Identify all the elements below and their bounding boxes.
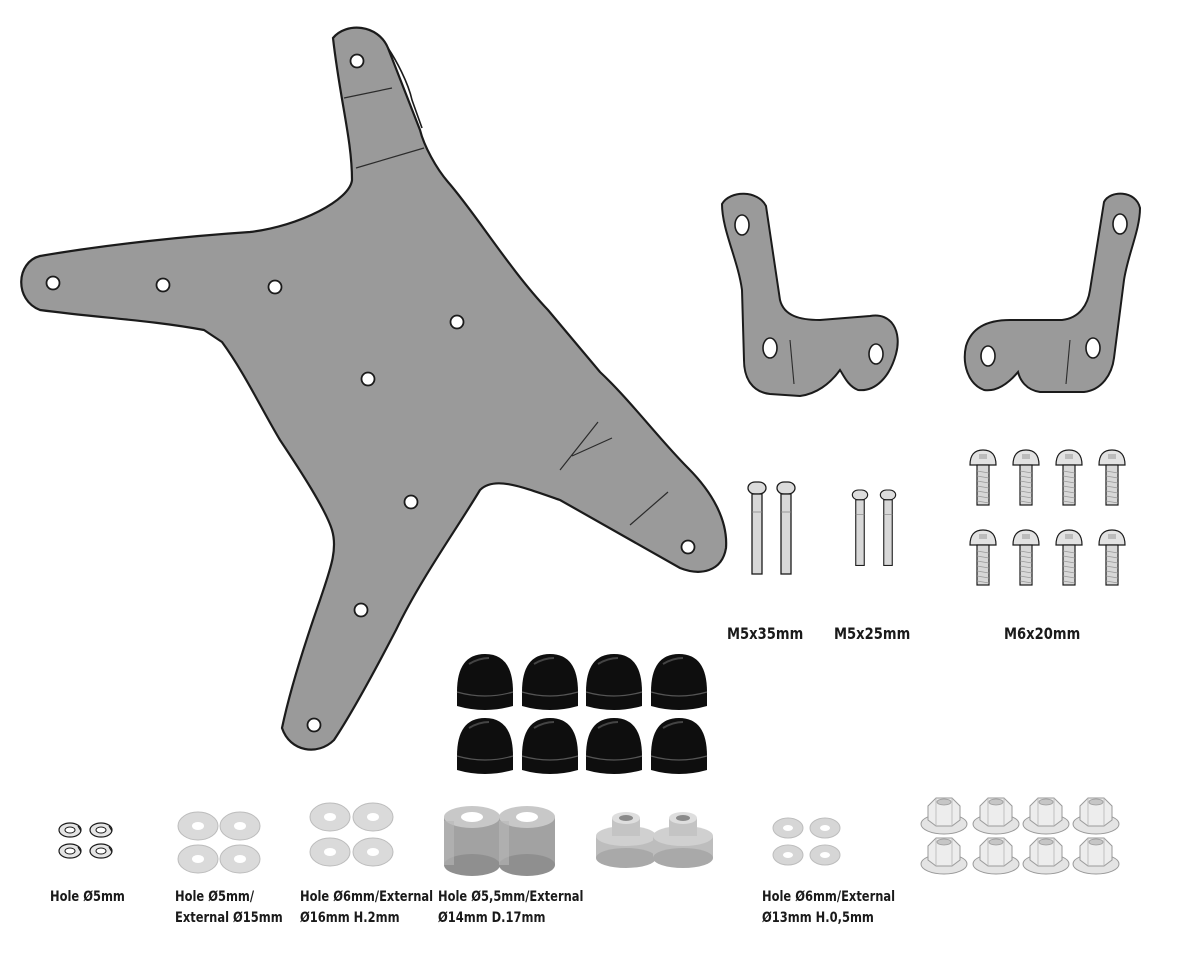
washers-5-15: [177, 811, 261, 874]
dome-cap-nuts: [456, 653, 708, 775]
washer-6-16-label-line1: Hole Ø6mm/External: [300, 889, 434, 905]
washer-5-15-label-line1: Hole Ø5mm/: [175, 889, 255, 905]
washer-6-13-label-line2: Ø13mm H.0,5mm: [762, 910, 874, 926]
spacer-label-line2: Ø14mm D.17mm: [438, 910, 546, 926]
right-bracket: [963, 192, 1142, 393]
spacer-label-line1: Hole Ø5,5mm/External: [438, 889, 584, 905]
flange-nuts: [920, 797, 1120, 875]
stepped-bushings: [596, 812, 713, 868]
m6x20-bolts: [969, 449, 1126, 586]
left-bracket: [720, 192, 899, 398]
washers-6-13: [772, 817, 841, 866]
washer-5-15-label-line2: External Ø15mm: [175, 910, 283, 926]
spacers: [444, 806, 555, 876]
washer-6-13-label-line1: Hole Ø6mm/External: [762, 889, 896, 905]
m5x25-bolts: [851, 489, 897, 566]
m5x35-bolts: [747, 481, 796, 575]
lock-washer-label: Hole Ø5mm: [50, 889, 125, 905]
m6x20-label: M6x20mm: [1004, 624, 1081, 643]
m5x35-label: M5x35mm: [727, 624, 804, 643]
lock-washers: [58, 822, 113, 859]
washer-6-16-label-line2: Ø16mm H.2mm: [300, 910, 400, 926]
washers-6-16: [309, 802, 394, 867]
main-mounting-plate: [20, 26, 728, 751]
m5x25-label: M5x25mm: [834, 624, 911, 643]
